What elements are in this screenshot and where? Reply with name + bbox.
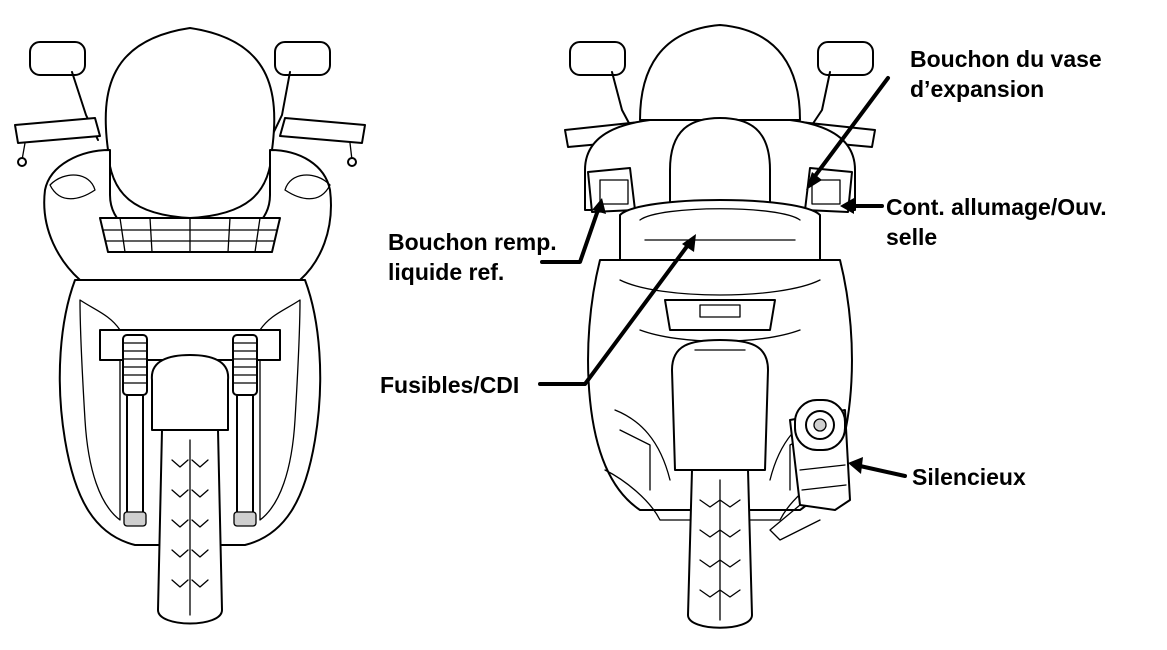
callout-coolant-cap (540, 208, 600, 264)
backrest (669, 117, 771, 206)
label-ignition-line1: Cont. allumage/Ouv. (886, 194, 1107, 220)
label-coolant-cap-line2: liquide ref. (388, 259, 505, 285)
rear-right-mirror (817, 41, 874, 76)
callout-muffler (858, 464, 907, 478)
label-fuses-text: Fusibles/CDI (380, 372, 520, 398)
callout-arrow (806, 172, 822, 190)
rear-left-mirror (569, 41, 626, 76)
front-shock-left (122, 334, 148, 527)
label-fuses: Fusibles/CDI (380, 370, 519, 400)
label-coolant-cap-line1: Bouchon remp. (388, 229, 557, 255)
callout-expansion-cap (810, 76, 890, 182)
callout-fuses (538, 243, 690, 386)
label-expansion-cap-line2: d’expansion (910, 76, 1045, 102)
right-mirror (274, 41, 331, 76)
muffler (769, 399, 851, 541)
callout-lines (538, 76, 907, 478)
label-muffler-text: Silencieux (912, 464, 1026, 490)
callout-arrow (682, 234, 696, 252)
callout-arrow (592, 198, 606, 214)
front-scooter-view (14, 27, 366, 625)
label-muffler: Silencieux (912, 462, 1026, 492)
label-expansion-cap-line1: Bouchon du vase (910, 46, 1102, 72)
label-coolant-cap: Bouchon remp. liquide ref. (388, 227, 557, 287)
rear-taillight (664, 299, 776, 331)
front-shock-right (232, 334, 258, 527)
rear-tyre (687, 469, 753, 629)
label-ignition-line2: selle (886, 224, 938, 250)
left-mirror (29, 41, 86, 76)
label-ignition: Cont. allumage/Ouv. selle (886, 192, 1107, 252)
front-tyre (157, 429, 223, 625)
callout-arrow (840, 198, 854, 214)
callout-arrow (848, 457, 863, 474)
rear-scooter-view (564, 24, 876, 629)
label-expansion-cap: Bouchon du vase d’expansion (910, 44, 1102, 104)
front-windscreen (104, 27, 276, 219)
